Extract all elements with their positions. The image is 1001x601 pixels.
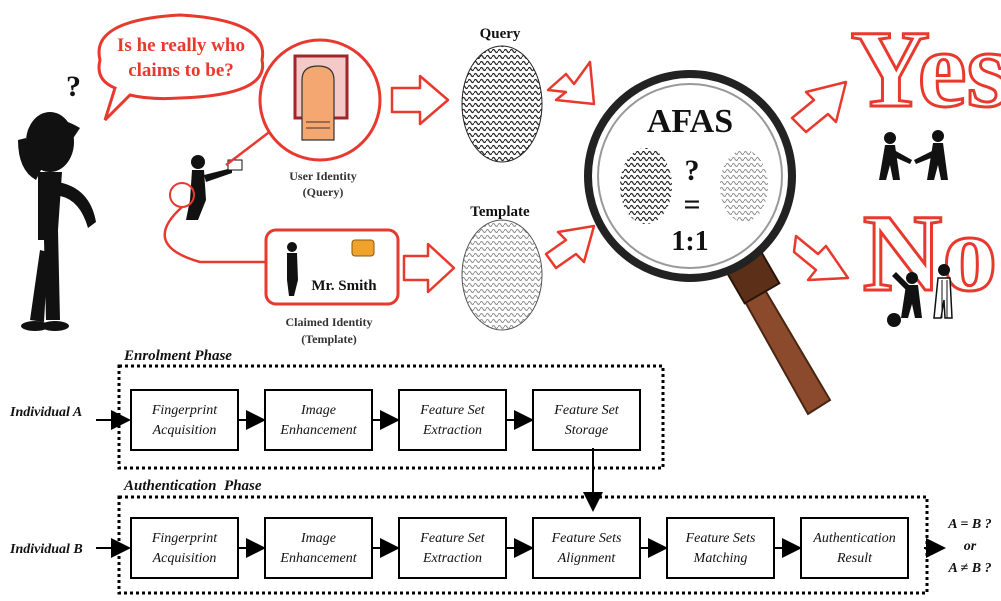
authentication-step-label: Feature Sets — [551, 531, 622, 546]
authentication-step-label: Alignment — [557, 551, 617, 566]
small-person-icon — [186, 155, 243, 220]
query-label: Query — [480, 26, 521, 42]
enrolment-step-label: Fingerprint — [151, 403, 218, 418]
authentication-step-label: Feature Set — [419, 531, 486, 546]
enrolment-phase-box — [117, 364, 665, 470]
enrolment-title: Enrolment Phase — [123, 348, 232, 364]
thinking-person-icon — [18, 112, 96, 331]
arrow-to-query-icon — [390, 74, 450, 126]
authentication-step-label: Authentication — [812, 531, 895, 546]
afas-question: ? — [685, 154, 700, 187]
arrow-query-to-afas-icon — [546, 60, 596, 106]
authentication-step-label: Enhancement — [279, 551, 357, 566]
authentication-input: Individual B — [9, 542, 83, 557]
user-identity-line-1: User Identity — [289, 169, 356, 183]
authentication-step-box — [130, 517, 239, 579]
enrolment-step-label: Acquisition — [152, 423, 217, 438]
speech-line-1: Is he really who — [117, 35, 245, 56]
authentication-step-label: Fingerprint — [151, 531, 218, 546]
enrolment-input: Individual A — [9, 405, 82, 420]
output-line-2: or — [964, 539, 977, 554]
enrolment-step-label: Feature Set — [419, 403, 486, 418]
authentication-step-box — [264, 517, 373, 579]
speech-line-2: claims to be? — [128, 60, 234, 81]
arrow-template-to-afas-icon — [544, 224, 596, 270]
output-line-3: A ≠ B ? — [947, 561, 991, 576]
enrolment-step-box — [532, 389, 641, 451]
afas-query-fingerprint-icon — [620, 148, 672, 224]
enrolment-step-box — [264, 389, 373, 451]
arrow-to-no-icon — [792, 234, 850, 282]
card-name: Mr. Smith — [311, 278, 377, 294]
output-line-1: A = B ? — [947, 517, 991, 532]
user-identity-finger — [258, 38, 382, 162]
afas-ratio: 1:1 — [671, 226, 708, 257]
claimed-identity-line-1: Claimed Identity — [286, 315, 373, 329]
template-fingerprint-icon — [461, 219, 543, 331]
afas-template-fingerprint-icon — [720, 150, 768, 222]
authentication-step-label: Matching — [693, 551, 748, 566]
enrolment-step-label: Feature Set — [553, 403, 620, 418]
speech-bubble: Is he really who claims to be? — [97, 13, 265, 122]
id-card: Mr. Smith — [264, 228, 400, 306]
authentication-step-label: Extraction — [422, 551, 482, 566]
arrow-to-yes-icon — [790, 80, 848, 134]
question-mark-icon: ? — [66, 70, 81, 103]
afas-equals: = — [683, 188, 700, 221]
fighting-figures-icon — [887, 264, 953, 327]
enrolment-step-label: Enhancement — [279, 423, 357, 438]
template-label: Template — [470, 204, 530, 220]
authentication-step-box — [800, 517, 909, 579]
yes-label: Yes — [851, 8, 1001, 130]
user-identity-line-2: (Query) — [303, 185, 344, 199]
magnifier-icon — [584, 70, 832, 416]
enrolment-step-box — [398, 389, 507, 451]
authentication-title: Authentication Phase — [123, 478, 262, 494]
query-fingerprint-icon — [461, 45, 543, 163]
enrolment-step-label: Extraction — [422, 423, 482, 438]
authentication-step-label: Result — [836, 551, 873, 566]
no-label: No — [863, 192, 997, 314]
authentication-step-box — [532, 517, 641, 579]
claimed-identity-line-2: (Template) — [301, 332, 357, 346]
handshake-figures-icon — [879, 130, 948, 180]
authentication-step-label: Image — [300, 531, 336, 546]
enrolment-step-label: Storage — [565, 423, 609, 438]
enrolment-step-label: Image — [300, 403, 336, 418]
afas-title: AFAS — [647, 103, 733, 140]
authentication-step-label: Feature Sets — [685, 531, 756, 546]
authentication-step-label: Acquisition — [152, 551, 217, 566]
arrow-to-template-icon — [402, 242, 456, 294]
authentication-step-box — [398, 517, 507, 579]
authentication-step-box — [666, 517, 775, 579]
enrolment-step-box — [130, 389, 239, 451]
